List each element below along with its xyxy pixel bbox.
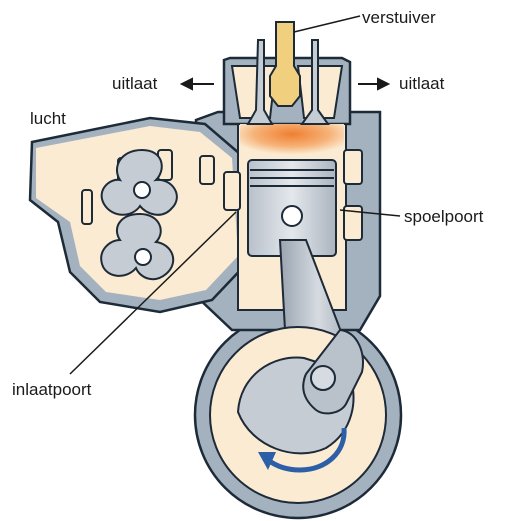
label-lucht: lucht (30, 110, 66, 127)
label-spoelpoort: spoelpoort (404, 208, 483, 225)
piston-pin (282, 206, 302, 226)
combustion-zone (240, 124, 344, 158)
leader-verstuiver (294, 16, 360, 32)
label-uitlaat-right: uitlaat (399, 75, 444, 92)
label-uitlaat-left: uitlaat (112, 75, 157, 92)
crankshaft (210, 327, 386, 503)
rotor-shaft-top (134, 182, 150, 198)
label-verstuiver: verstuiver (362, 9, 436, 26)
rotor-shaft-bottom (135, 249, 151, 265)
label-inlaatpoort: inlaatpoort (12, 381, 91, 398)
